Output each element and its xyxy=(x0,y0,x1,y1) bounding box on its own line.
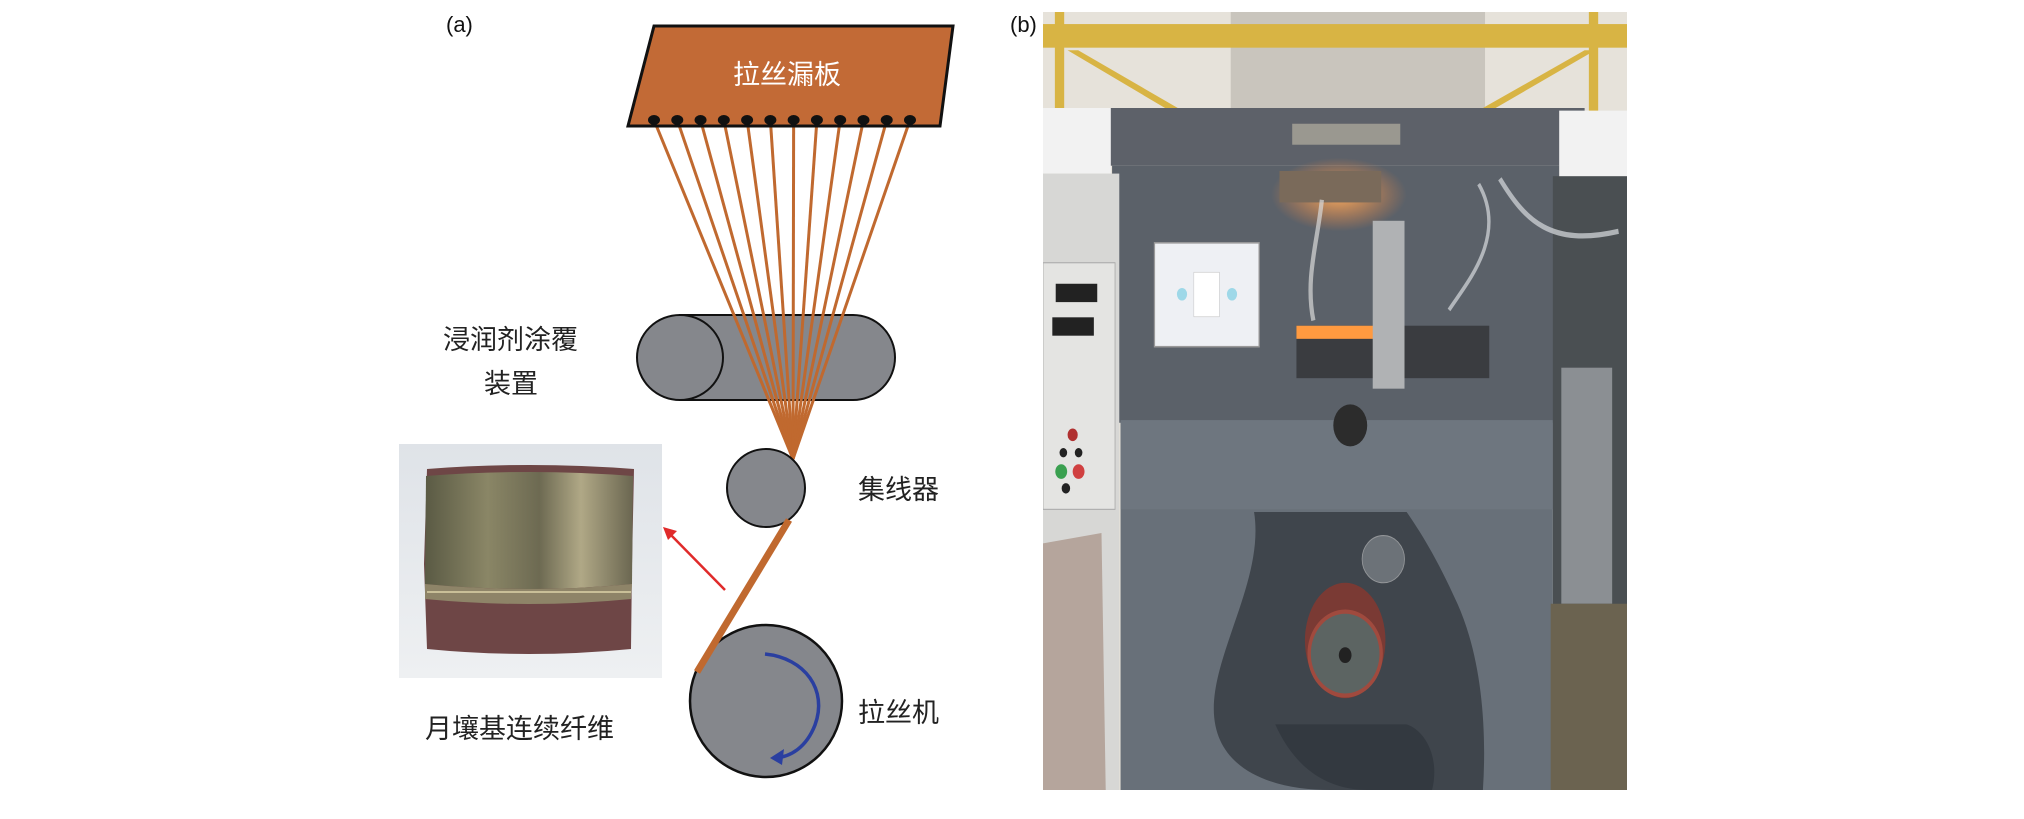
spinneret-nozzle xyxy=(671,115,684,125)
fiber-filament xyxy=(791,119,912,460)
spinneret-nozzle xyxy=(648,115,660,125)
spinneret-plate xyxy=(626,24,955,128)
pointer-arrow-icon xyxy=(663,527,726,591)
winder-label: 拉丝机 xyxy=(858,698,939,729)
fiber-filament xyxy=(675,119,795,460)
gathering-shoe-label: 集线器 xyxy=(858,475,939,506)
spinneret-nozzle xyxy=(857,115,870,125)
fiber-spool-photo xyxy=(399,444,662,678)
panel-label-b: (b) xyxy=(1010,12,1037,37)
fiber-filament xyxy=(791,119,889,460)
fiber-filament xyxy=(652,119,795,460)
spinneret-nozzles xyxy=(648,115,916,125)
apparatus-photo xyxy=(1043,12,1627,790)
fiber-filaments xyxy=(652,119,912,460)
fiber-filament xyxy=(791,119,865,460)
spinneret-nozzle xyxy=(810,115,823,125)
sizing-applicator-label-line1: 浸润剂涂覆 xyxy=(443,325,578,356)
sizing-applicator-label-line2: 装置 xyxy=(484,369,538,400)
spinneret-nozzle xyxy=(904,115,916,125)
panel-label-a: (a) xyxy=(446,12,473,37)
spinneret-nozzle xyxy=(717,115,730,125)
fiber-filament xyxy=(768,119,795,460)
fiber-strand xyxy=(694,518,792,674)
spinneret-nozzle xyxy=(741,115,754,125)
product-label: 月壤基连续纤维 xyxy=(425,714,614,745)
spinneret-plate-label: 拉丝漏板 xyxy=(733,60,841,91)
gathering-shoe-roller xyxy=(726,448,806,528)
fiber-filament xyxy=(722,119,795,460)
spinneret-nozzle xyxy=(880,115,893,125)
fiber-filament xyxy=(791,119,796,460)
spinneret-nozzle xyxy=(694,115,707,125)
spinneret-nozzle xyxy=(834,115,847,125)
fiber-filament xyxy=(699,119,795,460)
spinneret-nozzle xyxy=(787,115,800,125)
winder-drum xyxy=(688,623,844,779)
rotation-arrow-icon xyxy=(764,652,821,765)
fiber-filament xyxy=(791,119,819,460)
fiber-filament xyxy=(791,119,842,460)
fiber-filament xyxy=(745,119,795,460)
spinneret-nozzle xyxy=(764,115,777,125)
